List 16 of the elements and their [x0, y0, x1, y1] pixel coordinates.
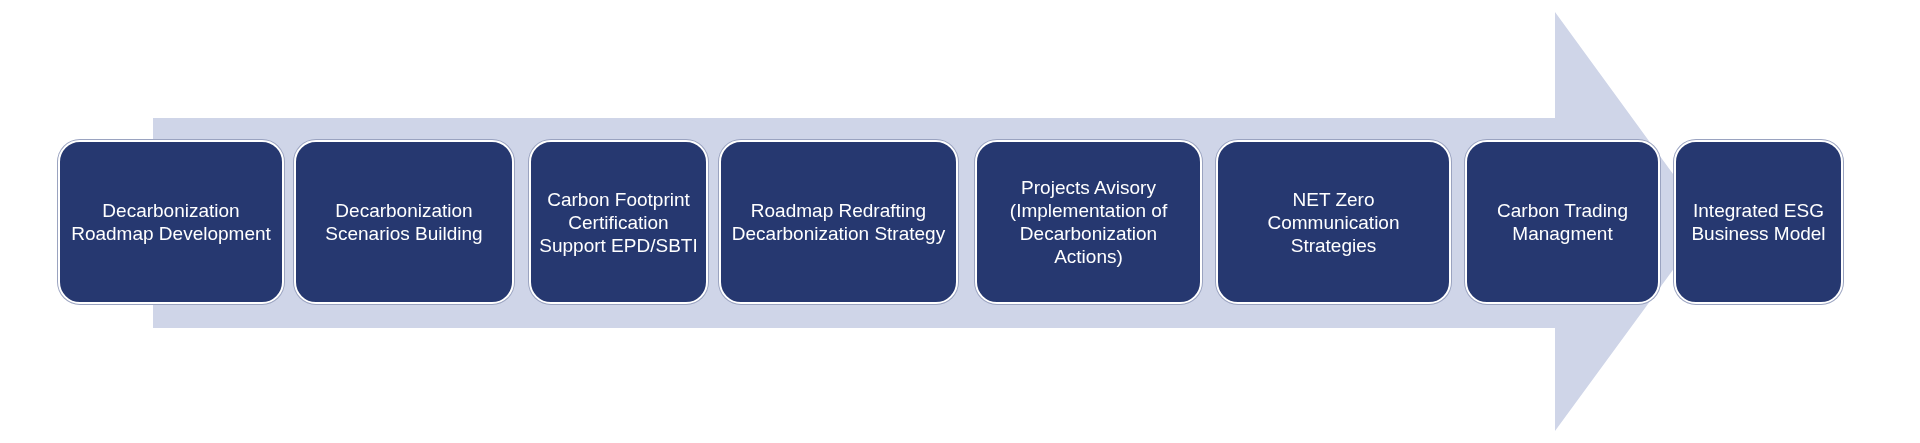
process-box — [1465, 140, 1660, 304]
process-box — [1674, 140, 1843, 304]
step-label: Roadmap Redrafting Decarbonization Strategy — [730, 199, 947, 245]
step-label: Carbon Trading Managment — [1496, 199, 1629, 245]
process-box — [719, 140, 958, 304]
process-box — [58, 140, 284, 304]
process-box — [529, 140, 708, 304]
process-box — [975, 140, 1202, 304]
process-box — [1216, 140, 1451, 304]
step-label: Integrated ESG Business Model — [1690, 199, 1827, 245]
process-box — [294, 140, 514, 304]
step-label: Projects Avisory (Implementation of Decarbonization Actions) — [1008, 176, 1169, 268]
step-label: Carbon Footprint Certification Support EPD/SBTI — [539, 187, 698, 257]
step-label: NET Zero Communication Strategies — [1266, 187, 1401, 257]
step-label: Decarbonization Roadmap Development — [70, 199, 272, 245]
step-label: Decarbonization Scenarios Building — [324, 199, 484, 245]
